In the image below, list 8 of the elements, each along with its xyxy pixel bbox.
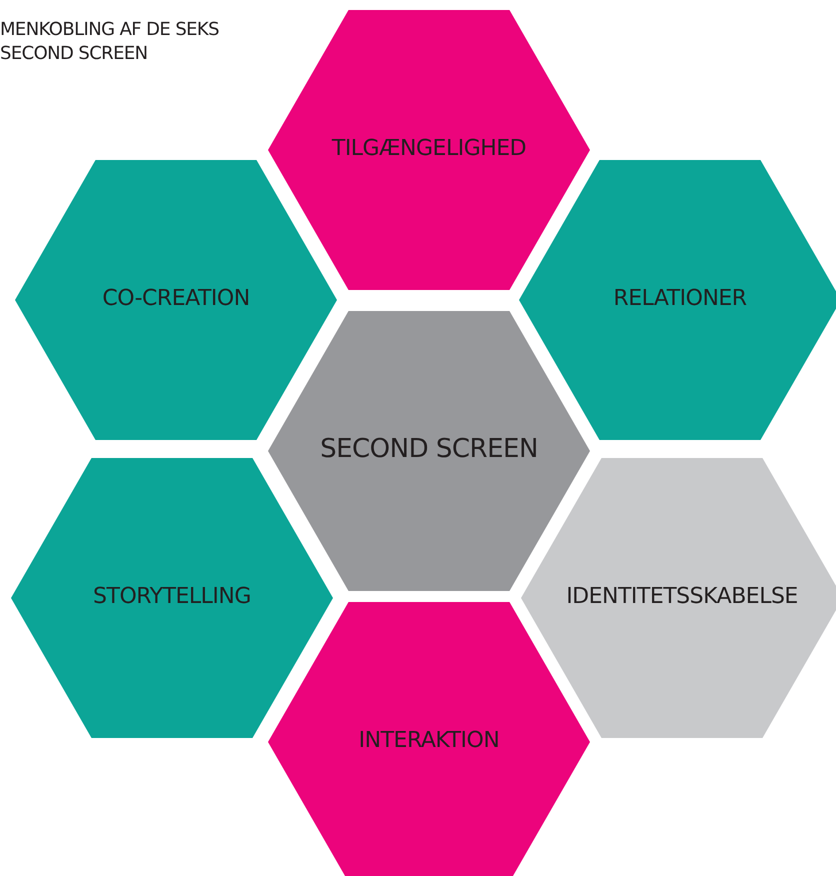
hexagon-label: IDENTITETSSKABELSE	[565, 584, 799, 609]
hexagon-label: SECOND SCREEN	[319, 434, 539, 464]
diagram-title: MENKOBLING AF DE SEKS SECOND SCREEN	[0, 18, 220, 66]
hexagon-label: TILGÆNGELIGHED	[330, 136, 528, 161]
hexagon-label: STORYTELLING	[92, 584, 252, 609]
hexagon-label: RELATIONER	[612, 286, 748, 311]
hexagon-label: CO-CREATION	[101, 286, 251, 311]
hexagon-label: INTERAKTION	[358, 728, 500, 753]
